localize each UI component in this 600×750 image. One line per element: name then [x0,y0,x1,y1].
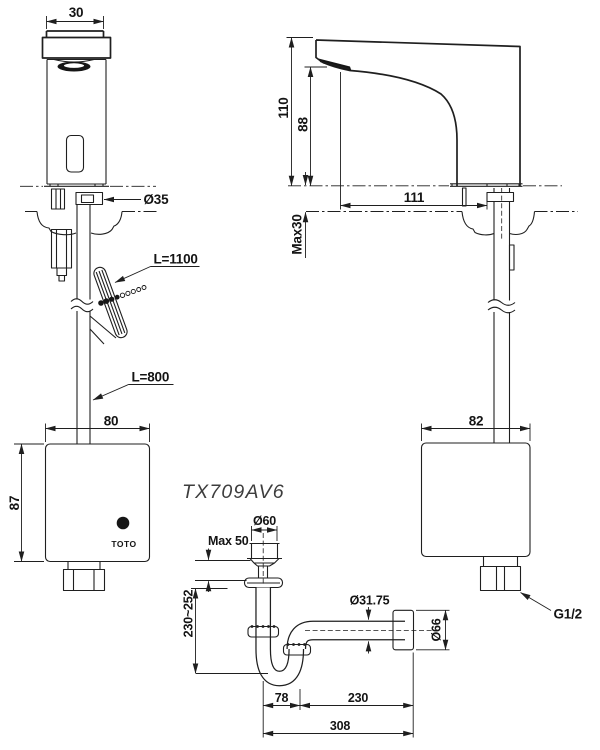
svg-text:Ø66: Ø66 [430,618,444,641]
svg-text:L=800: L=800 [132,370,170,385]
dim-spout-height: 88 [296,66,327,187]
bead-chain [98,285,147,306]
svg-text:Ø35: Ø35 [144,192,170,207]
faucet-side-view [315,39,523,187]
label-pipe-length: L=800 [92,370,174,401]
controller-box-side [420,442,531,592]
sensor-led [116,516,130,530]
counter-lines-side [288,185,578,212]
brand-logo: TOTO [111,539,136,549]
dim-trap-offset: 78 230 [262,652,414,738]
svg-text:Ø60: Ø60 [253,514,276,528]
basin-section-front [36,211,123,236]
basin-section-side [461,211,536,236]
model-number: TX709AV6 [182,481,285,503]
faucet-front-view [41,30,112,187]
wall-escutcheon [392,609,415,651]
svg-text:308: 308 [330,719,351,733]
svg-text:Ø31.75: Ø31.75 [350,594,390,608]
slip-nut-lower [282,643,312,656]
pipe-break-symbol [70,298,94,313]
controller-nut-front [62,560,106,592]
sensor-hose [93,266,128,339]
dim-controller-width: 80 [45,414,150,442]
dim-escutcheon-diameter: Ø66 [416,609,450,651]
dim-controller-width-side: 82 [421,414,531,441]
battery-unit [50,228,73,282]
dim-spout-reach: 111 [340,72,488,210]
svg-text:230~252: 230~252 [182,589,196,637]
svg-text:110: 110 [276,97,291,118]
dim-trap-adjust-height: 230~252 [182,588,268,674]
dim-drain-deck-max: Max 50 [195,534,251,592]
svg-text:Max30: Max30 [290,214,305,254]
p-trap [247,587,436,687]
dim-shank-diameter: Ø35 [103,192,170,207]
spout-outlet [318,58,352,71]
dim-deck-thickness: Max30 [290,172,309,258]
dim-flange-diameter: Ø60 [251,514,278,541]
svg-text:80: 80 [104,414,119,429]
label-inlet-thread: G1/2 [520,592,582,622]
svg-text:88: 88 [296,117,311,132]
svg-text:87: 87 [7,496,22,511]
svg-text:111: 111 [404,190,425,205]
dim-spout-width: 30 [46,5,104,29]
dim-trap-overall: 308 [262,719,414,737]
svg-text:L=1100: L=1100 [154,252,198,267]
drain-assembly [243,533,436,687]
svg-text:30: 30 [69,5,84,20]
under-counter-side [461,187,536,443]
label-hose-length: L=1100 [114,252,200,283]
counter-lines-front [20,185,159,212]
svg-text:Max 50: Max 50 [208,534,249,548]
controller-box-front: TOTO [44,443,151,592]
supply-pipe-side [493,201,511,443]
svg-text:230: 230 [348,691,369,705]
svg-text:G1/2: G1/2 [554,607,582,622]
pipe-break-symbol-side [487,299,516,314]
dim-controller-height: 87 [7,443,44,562]
aerator-front [53,58,95,72]
slip-nut-upper [247,625,280,638]
controller-nut-side [479,555,522,592]
dim-total-height: 110 [276,37,313,187]
supply-pipe-front [76,204,91,444]
svg-text:78: 78 [275,691,289,705]
dim-tail-diameter: Ø31.75 [350,594,390,654]
under-counter-front [36,188,147,444]
sensor-window [65,134,85,173]
svg-text:82: 82 [469,414,484,429]
